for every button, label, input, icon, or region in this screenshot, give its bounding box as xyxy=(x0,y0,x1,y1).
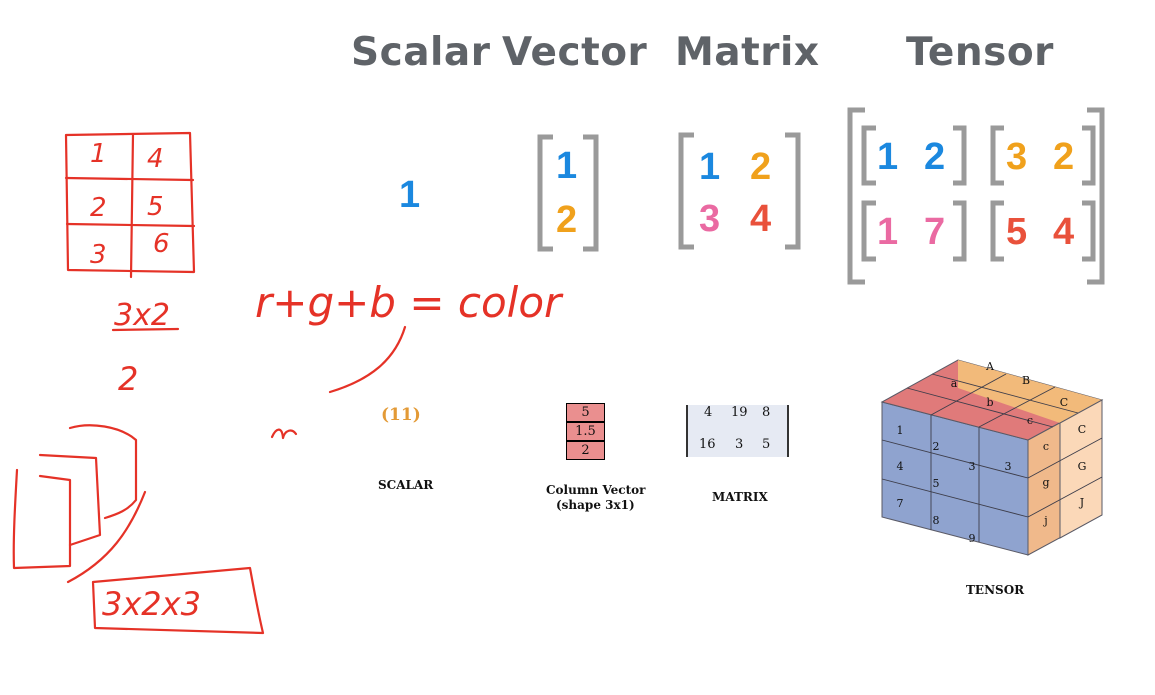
dim-label-handwritten: 3x2 xyxy=(114,298,170,333)
formula-handwritten: r+g+b = color xyxy=(255,278,564,327)
vector-value-2: 2 xyxy=(556,199,578,241)
cube-side-c: c xyxy=(1043,440,1049,453)
matrix-example-r1c1: 4 xyxy=(704,405,713,420)
matrix-example-r1c2: 19 xyxy=(731,405,748,420)
matrix-value-3: 3 xyxy=(699,198,721,240)
cube-front-9: 9 xyxy=(969,532,976,545)
column-vector-shape: (shape 3x1) xyxy=(556,498,635,512)
grid-digit-4: 5 xyxy=(147,192,164,222)
heading-scalar: Scalar xyxy=(351,30,491,75)
cube-top-C: C xyxy=(1060,396,1068,409)
column-vector-cell-3: 2 xyxy=(566,441,605,460)
tensor-value-4: 2 xyxy=(1053,136,1075,178)
matrix-value-4: 4 xyxy=(750,198,772,240)
cube-front-3: 3 xyxy=(969,460,976,473)
cube-side-j: j xyxy=(1042,514,1047,527)
tensor-value-7: 5 xyxy=(1006,211,1028,253)
grid-digit-6: 6 xyxy=(153,229,170,259)
cube-side-C: C xyxy=(1078,423,1086,436)
matrix-example-r2c2: 3 xyxy=(735,437,744,452)
cube-front-4: 4 xyxy=(897,460,904,473)
cube-front-5: 5 xyxy=(933,477,940,490)
scalar-caption: SCALAR xyxy=(378,478,434,492)
cube-front-8: 8 xyxy=(933,514,940,527)
heading-matrix: Matrix xyxy=(675,30,820,75)
cube-front-7: 7 xyxy=(897,497,904,510)
cube-side-J: J xyxy=(1079,496,1084,509)
cube-side-g: g xyxy=(1042,476,1049,489)
cube-top-b: b xyxy=(986,396,993,409)
grid-digit-1: 1 xyxy=(90,139,107,169)
column-vector-cell-2: 1.5 xyxy=(566,422,605,441)
column-vector-cell-1: 5 xyxy=(566,403,605,422)
heading-vector: Vector xyxy=(502,30,648,75)
tensor-shape-handwritten: 3x2x3 xyxy=(102,585,201,623)
tensor-value-1: 1 xyxy=(877,136,899,178)
cube-side-G: G xyxy=(1078,460,1087,473)
matrix-value-1: 1 xyxy=(699,146,721,188)
matrix-example-r2c1: 16 xyxy=(699,437,716,452)
count-handwritten: 2 xyxy=(118,360,138,398)
heading-tensor: Tensor xyxy=(906,30,1054,75)
tensor-value-6: 7 xyxy=(924,211,946,253)
tensor-value-5: 1 xyxy=(877,211,899,253)
scalar-example-value: (11) xyxy=(381,405,421,425)
matrix-example-caption: MATRIX xyxy=(712,490,768,504)
scalar-value: 1 xyxy=(399,174,421,216)
grid-digit-3: 2 xyxy=(90,193,107,223)
matrix-value-2: 2 xyxy=(750,146,772,188)
column-vector-caption: Column Vector xyxy=(546,483,646,497)
grid-digit-5: 3 xyxy=(90,240,107,270)
tensor-caption: TENSOR xyxy=(966,583,1025,597)
vector-value-1: 1 xyxy=(556,145,578,187)
cube-top-c: c xyxy=(1027,414,1033,427)
matrix-example-r1c3: 8 xyxy=(762,405,771,420)
cube-top-a: a xyxy=(951,377,958,390)
cube-top-B: B xyxy=(1022,374,1030,387)
tensor-value-3: 3 xyxy=(1006,136,1028,178)
tensor-value-8: 4 xyxy=(1053,211,1075,253)
matrix-example-box xyxy=(686,405,789,457)
tensor-value-2: 2 xyxy=(924,136,946,178)
cube-front-1: 1 xyxy=(897,424,904,437)
grid-digit-2: 4 xyxy=(147,144,164,174)
cube-front-6: 3 xyxy=(1005,460,1012,473)
cube-front-2: 2 xyxy=(933,440,940,453)
cube-top-A: A xyxy=(985,360,995,373)
matrix-example-r2c3: 5 xyxy=(762,437,771,452)
